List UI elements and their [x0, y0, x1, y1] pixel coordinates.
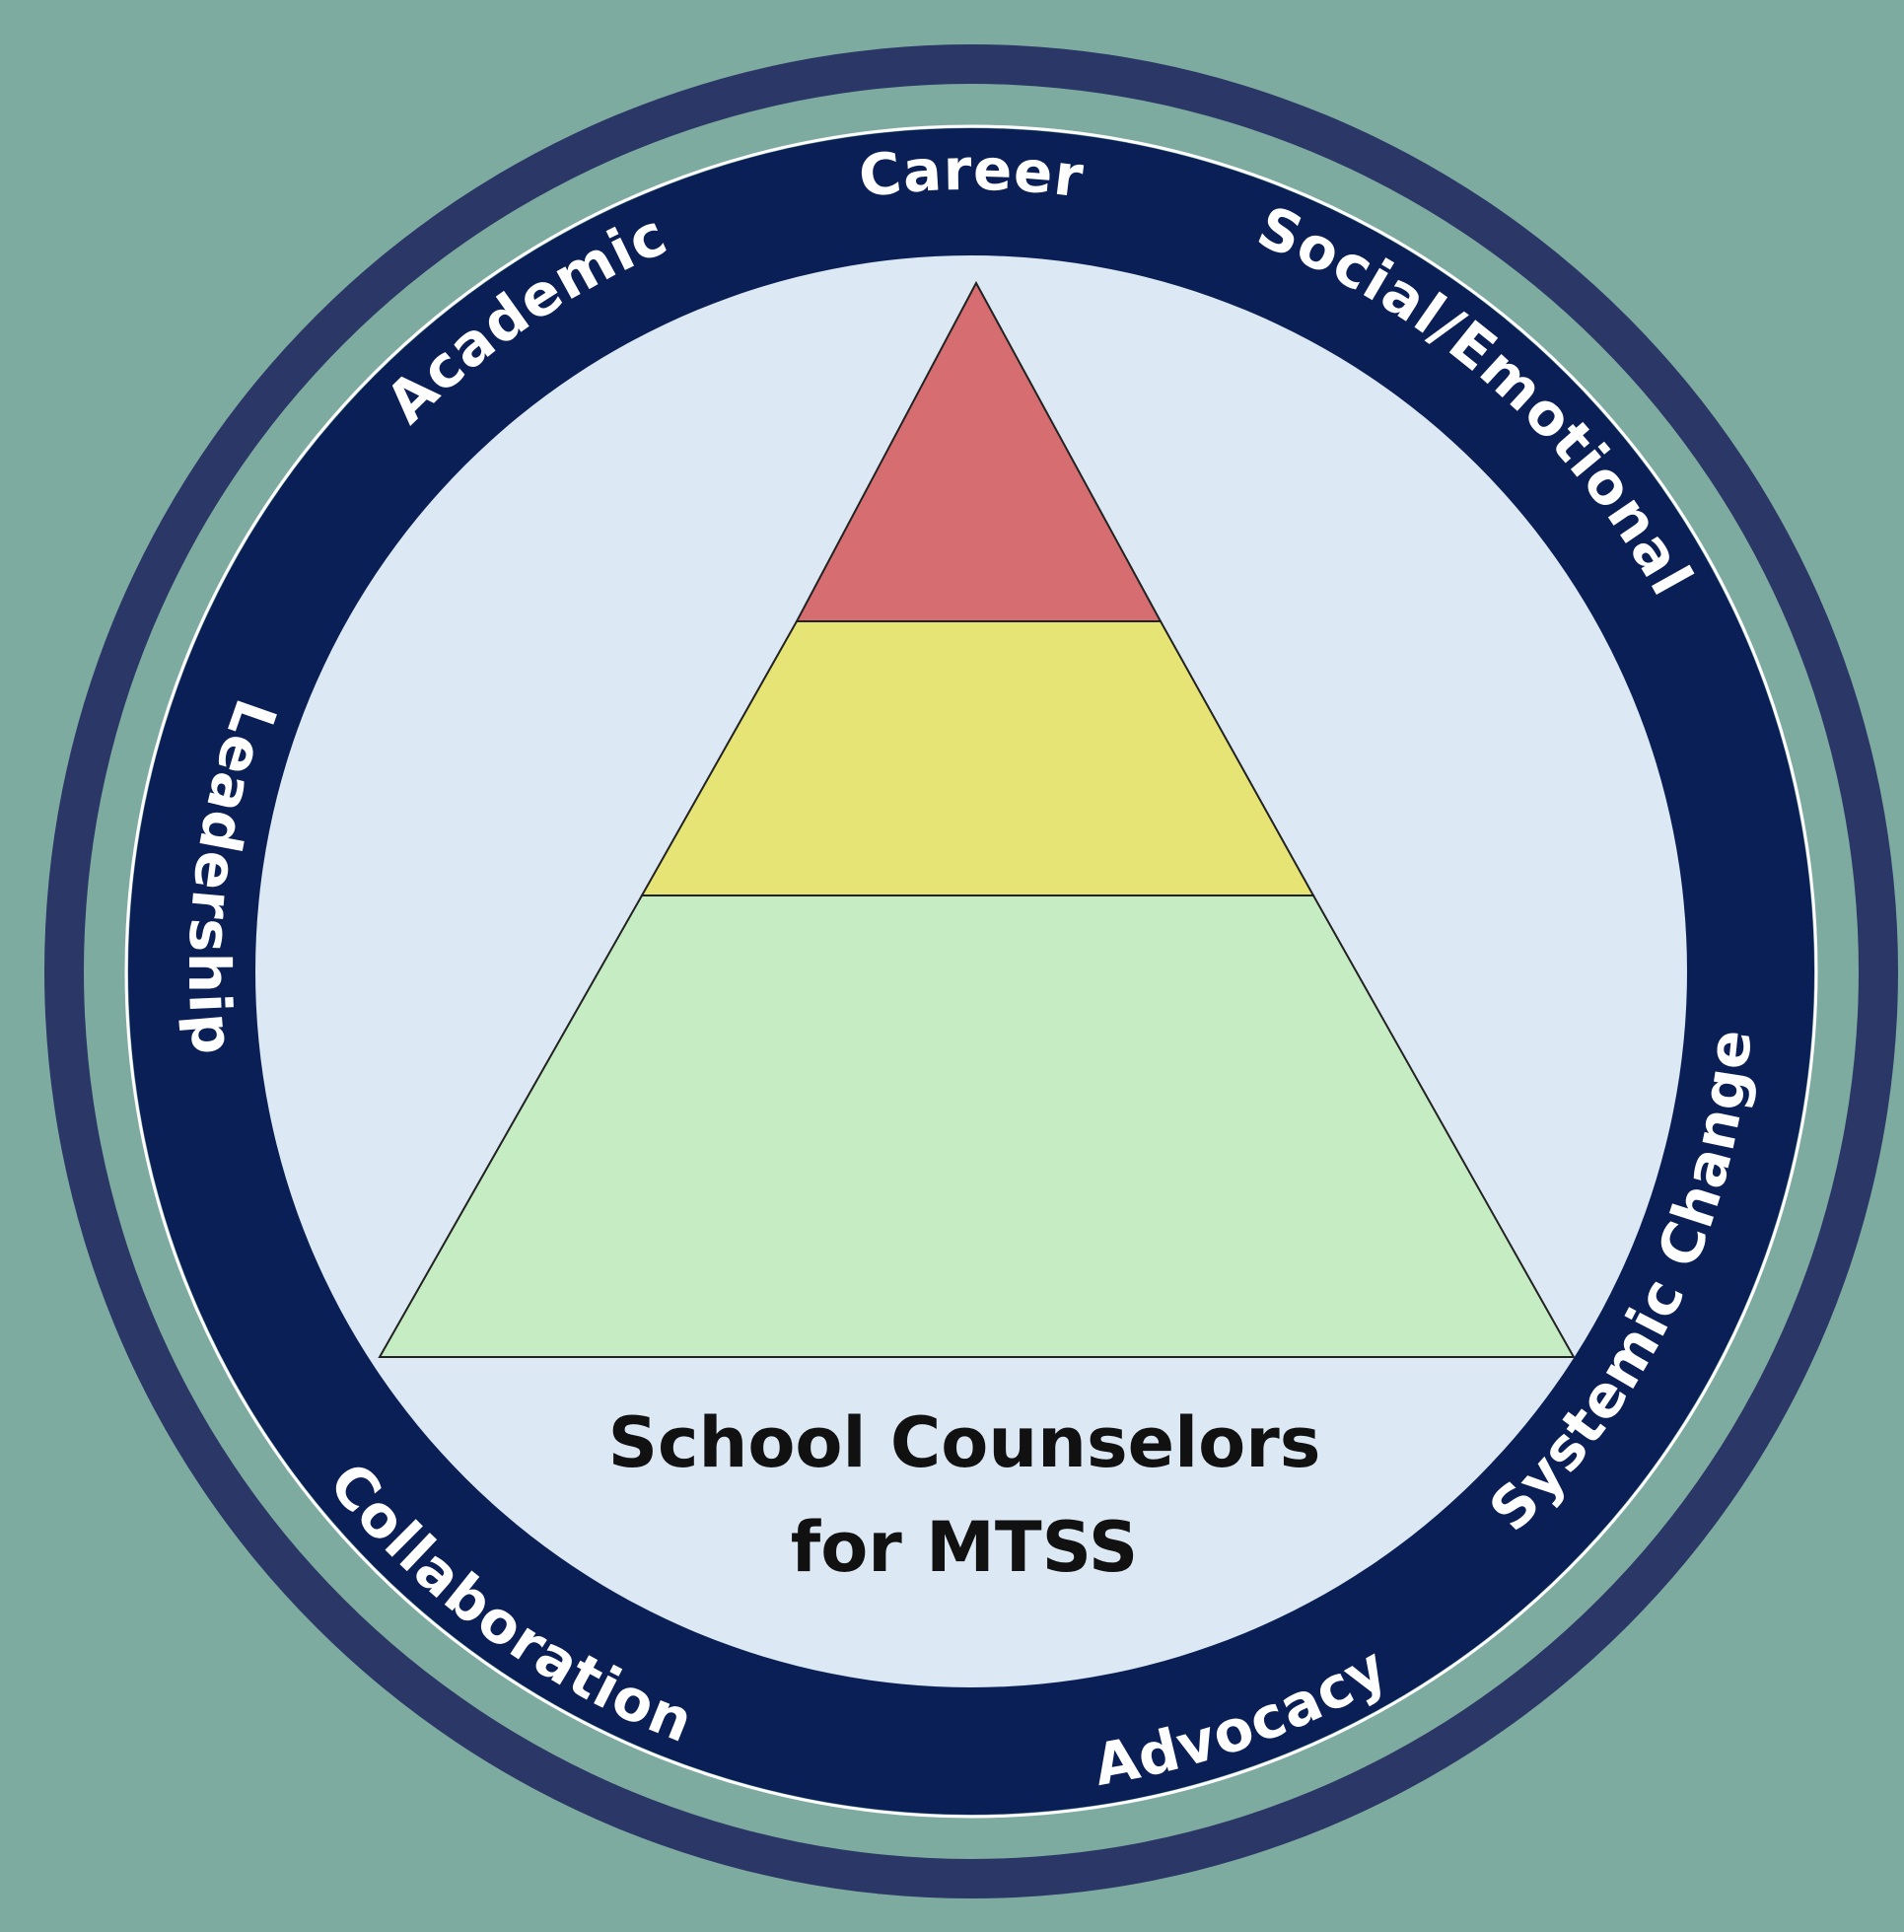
title-line-2: for MTSS [791, 1507, 1139, 1588]
band-outline [124, 124, 1818, 1819]
ring-label-career: Career [855, 136, 1088, 211]
title-line-1: School Counselors [608, 1402, 1321, 1483]
pyramid-tier-bottom [378, 894, 1576, 1358]
